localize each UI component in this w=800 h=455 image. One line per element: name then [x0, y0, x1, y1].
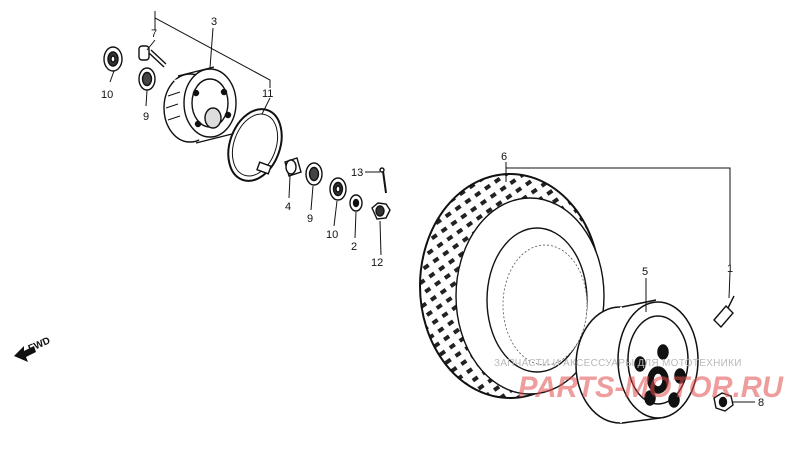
- spacer-4: [284, 157, 302, 177]
- hub-bolt-7: [138, 45, 167, 68]
- callout-labels: 3 7 10 9 11 4 9 10 2 13 12 6 1 5 8: [101, 16, 764, 409]
- wheel-hub-3: [163, 66, 240, 144]
- bearing-9-right: [305, 162, 323, 186]
- callout-2: 2: [351, 241, 357, 253]
- callout-9-right: 9: [307, 213, 313, 225]
- callout-5: 5: [642, 266, 648, 278]
- wheel-rim-5: [575, 299, 699, 424]
- callout-10-right: 10: [326, 229, 338, 241]
- callout-7: 7: [151, 28, 157, 40]
- callout-11: 11: [262, 88, 273, 100]
- bearing-10-right: [329, 177, 347, 201]
- callout-8: 8: [758, 397, 764, 409]
- callout-4: 4: [285, 201, 291, 213]
- wheel-nut-8: [713, 392, 734, 412]
- forward-arrow-icon: [14, 346, 36, 362]
- hub-group: [103, 45, 391, 220]
- callout-12: 12: [371, 257, 383, 269]
- watermark-brand: PARTS-MOTOR.RU: [518, 371, 784, 404]
- callout-10-left: 10: [101, 89, 113, 101]
- bearing-10-left: [103, 46, 123, 72]
- valve-stem-1: [713, 295, 735, 329]
- bearing-9-left: [138, 67, 156, 91]
- cotter-pin-13: [379, 167, 387, 194]
- callout-13: 13: [351, 167, 363, 179]
- callout-3: 3: [211, 16, 217, 28]
- fwd-label: FWD: [27, 335, 52, 354]
- washer-2: [349, 194, 363, 212]
- watermark: ЗАПЧАСТИ И АКСЕССУАРЫ ДЛЯ МОТОТЕХНИКИ PA…: [494, 358, 784, 404]
- callout-9-left: 9: [143, 111, 149, 123]
- brake-band-11: [227, 108, 283, 182]
- watermark-caption: ЗАПЧАСТИ И АКСЕССУАРЫ ДЛЯ МОТОТЕХНИКИ: [494, 358, 742, 369]
- leader-lines: [109, 11, 755, 403]
- forward-direction-indicator: FWD: [14, 335, 52, 362]
- callout-1: 1: [727, 263, 733, 275]
- castle-nut-12: [371, 202, 391, 220]
- callout-6: 6: [501, 151, 507, 163]
- tire-6: [419, 173, 605, 399]
